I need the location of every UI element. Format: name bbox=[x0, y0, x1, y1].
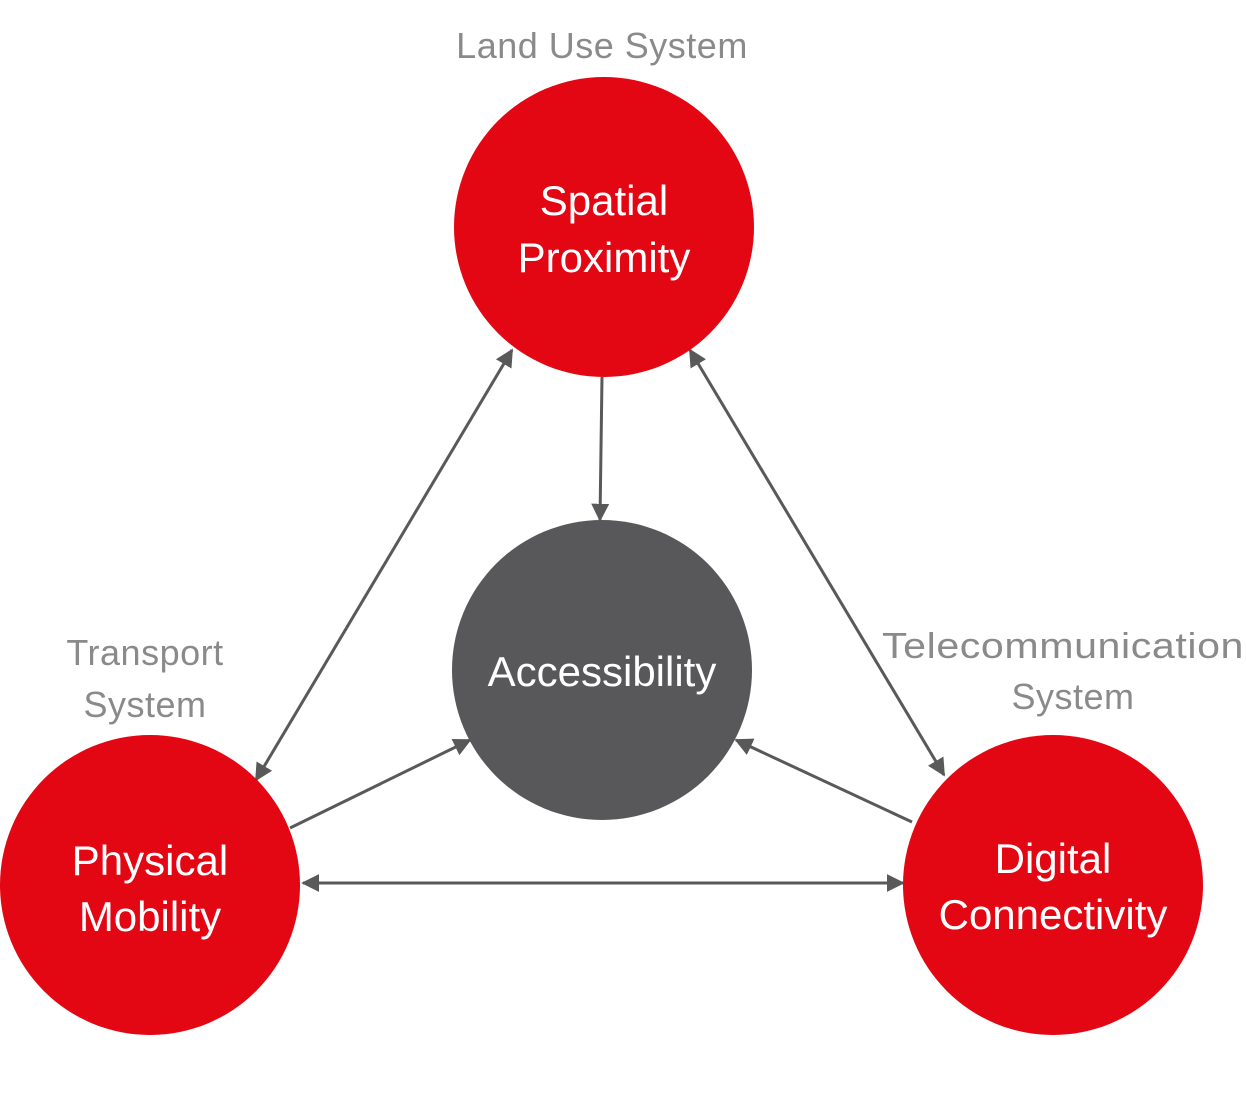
digital-connectivity-label-line1: Digital bbox=[995, 835, 1112, 882]
accessibility-circle bbox=[452, 520, 752, 820]
arrow-physical-to-accessibility bbox=[289, 738, 472, 830]
caption-telecommunication-system-line1: Telecommunication bbox=[882, 625, 1244, 666]
node-digital-connectivity: Digital Connectivity bbox=[903, 735, 1203, 1035]
caption-land-use-system: Land Use System bbox=[456, 25, 748, 66]
node-physical-mobility: Physical Mobility bbox=[0, 735, 300, 1035]
connector-arrows bbox=[254, 348, 946, 892]
digital-connectivity-circle bbox=[903, 735, 1203, 1035]
caption-telecommunication-system-line2: System bbox=[1011, 676, 1134, 717]
arrow-digital-to-accessibility bbox=[734, 738, 913, 824]
caption-transport-system-line1: Transport bbox=[66, 632, 223, 673]
physical-mobility-circle bbox=[0, 735, 300, 1035]
digital-connectivity-label-line2: Connectivity bbox=[939, 891, 1168, 938]
node-accessibility: Accessibility bbox=[452, 520, 752, 820]
arrow-spatial-digital bbox=[688, 348, 946, 777]
arrow-spatial-physical bbox=[254, 348, 514, 782]
arrow-spatial-to-accessibility bbox=[591, 376, 610, 522]
spatial-proximity-label-line1: Spatial bbox=[540, 177, 668, 224]
physical-mobility-label-line2: Mobility bbox=[79, 893, 221, 940]
spatial-proximity-label-line2: Proximity bbox=[518, 234, 691, 281]
node-spatial-proximity: Spatial Proximity bbox=[454, 77, 754, 377]
accessibility-label: Accessibility bbox=[488, 648, 717, 695]
physical-mobility-label-line1: Physical bbox=[72, 837, 228, 884]
spatial-proximity-circle bbox=[454, 77, 754, 377]
caption-transport-system-line2: System bbox=[83, 684, 206, 725]
